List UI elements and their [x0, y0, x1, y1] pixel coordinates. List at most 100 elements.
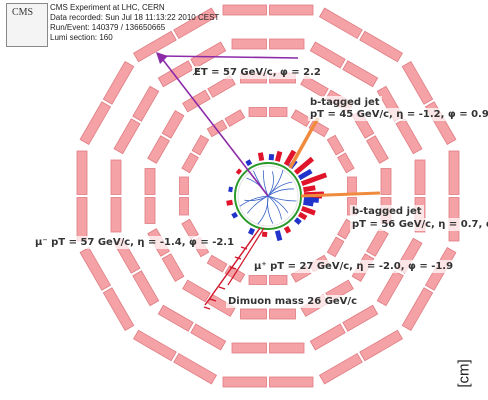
calo-tower-bar [226, 199, 233, 206]
calo-tower [297, 168, 313, 181]
calo-tower-bar [293, 156, 315, 175]
muon-chamber-ring4 [79, 246, 135, 332]
muon-minus-track [204, 227, 261, 306]
muon-chamber-ring1 [248, 275, 288, 285]
chamber-segment [248, 275, 267, 285]
chamber-segment [222, 4, 267, 16]
muon-chamber-ring3 [309, 41, 379, 88]
muon-chamber-ring2 [351, 228, 389, 282]
calo-tower [257, 152, 265, 161]
chamber-segment [179, 197, 189, 216]
chamber-segment [342, 304, 379, 332]
chamber-segment [269, 308, 296, 320]
muon-chamber-ring3 [157, 304, 227, 351]
chamber-segment [113, 118, 141, 155]
calo-tower [283, 225, 292, 234]
calo-tower [293, 217, 302, 225]
muon-chamber-ring2 [144, 168, 156, 224]
calo-tower-bar [261, 231, 268, 238]
muon-chamber-ring4 [132, 329, 218, 385]
chamber-segment [76, 197, 88, 242]
chamber-segment [206, 119, 228, 138]
chamber-segment [395, 118, 423, 155]
chamber-segment [269, 342, 305, 354]
charged-track [267, 171, 274, 197]
calo-tower [231, 211, 239, 219]
charged-track [239, 195, 269, 207]
calo-tower [274, 230, 283, 242]
chamber-segment [337, 152, 355, 174]
chamber-segment [190, 41, 227, 69]
muon-hit [240, 246, 248, 250]
met-arrowhead [156, 52, 168, 64]
chamber-segment [206, 254, 228, 273]
chamber-segment [110, 159, 122, 195]
chamber-segment [173, 352, 218, 385]
cms-logo: CMS [6, 3, 48, 47]
calo-tower-bar [297, 211, 308, 221]
muon-hit [234, 256, 242, 260]
muon-chamber-ring3 [231, 38, 305, 50]
chamber-segment [161, 110, 185, 139]
calo-tower-bar [228, 186, 233, 193]
muon-chamber-ring2 [240, 308, 296, 320]
charged-track [267, 188, 295, 197]
chamber-segment [318, 352, 363, 385]
calo-tower [303, 185, 316, 193]
calo-tower [283, 149, 297, 167]
chamber-segment [132, 30, 177, 63]
chamber-segment [342, 60, 379, 88]
muon-chamber-ring4 [318, 329, 404, 385]
calo-tower-bar [303, 185, 316, 193]
unit-label: [cm] [455, 359, 473, 388]
info-date: Data recorded: Sun Jul 18 11:13:22 2010 … [50, 13, 220, 22]
calo-tower-bar [297, 168, 313, 181]
muon-chamber-ring2 [147, 110, 185, 164]
calo-tower-bar [293, 217, 302, 225]
calo-tower-bar [235, 168, 243, 175]
chamber-segment [190, 323, 227, 351]
met-reference-line [159, 55, 299, 59]
charged-track [267, 195, 274, 224]
chamber-segment [182, 279, 211, 303]
chamber-segment [376, 270, 404, 307]
calo-tower [261, 231, 268, 238]
jet1-axis [288, 117, 320, 169]
muon-chamber-ring4 [318, 7, 404, 63]
calo-tower [235, 168, 243, 175]
calo-tower [226, 199, 233, 206]
muon-chamber-ring1 [248, 107, 288, 117]
muon-chamber-ring3 [110, 159, 122, 233]
chamber-segment [231, 342, 267, 354]
muon-chamber-ring1 [326, 134, 355, 174]
chamber-segment [269, 4, 314, 16]
chamber-segment [326, 236, 345, 258]
calo-tower-bar [283, 149, 297, 167]
charged-track [267, 195, 282, 220]
calo-tower [247, 227, 256, 236]
muon-chamber-ring2 [182, 75, 236, 113]
chamber-segment [269, 275, 288, 285]
experiment-info-panel: CMS CMS Experiment at LHC, CERN Data rec… [6, 3, 219, 49]
calo-tower [297, 211, 308, 221]
calo-tower [268, 153, 275, 161]
muon-chamber-ring1 [181, 134, 210, 174]
calo-tower [228, 186, 233, 193]
chamber-segment [161, 253, 185, 282]
chamber-segment [144, 168, 156, 195]
chamber-segment [240, 308, 267, 320]
chamber-segment [79, 101, 112, 146]
chamber-segment [359, 329, 404, 362]
info-run-event: Run/Event: 140379 / 136650665 [50, 23, 166, 32]
jet1-kinematics: pT = 45 GeV/c, η = -1.2, φ = 0.9 [308, 108, 488, 121]
calo-tower-bar [283, 225, 292, 234]
chamber-segment [147, 135, 170, 164]
chamber-segment [401, 60, 434, 105]
met-label: E̸T = 57 GeV/c, φ = 2.2 [192, 66, 323, 79]
calo-tower [303, 196, 320, 203]
chamber-segment [173, 7, 218, 40]
jet2-title: b-tagged jet [350, 205, 424, 218]
muon-chamber-ring3 [157, 41, 227, 88]
chamber-segment [179, 176, 189, 195]
